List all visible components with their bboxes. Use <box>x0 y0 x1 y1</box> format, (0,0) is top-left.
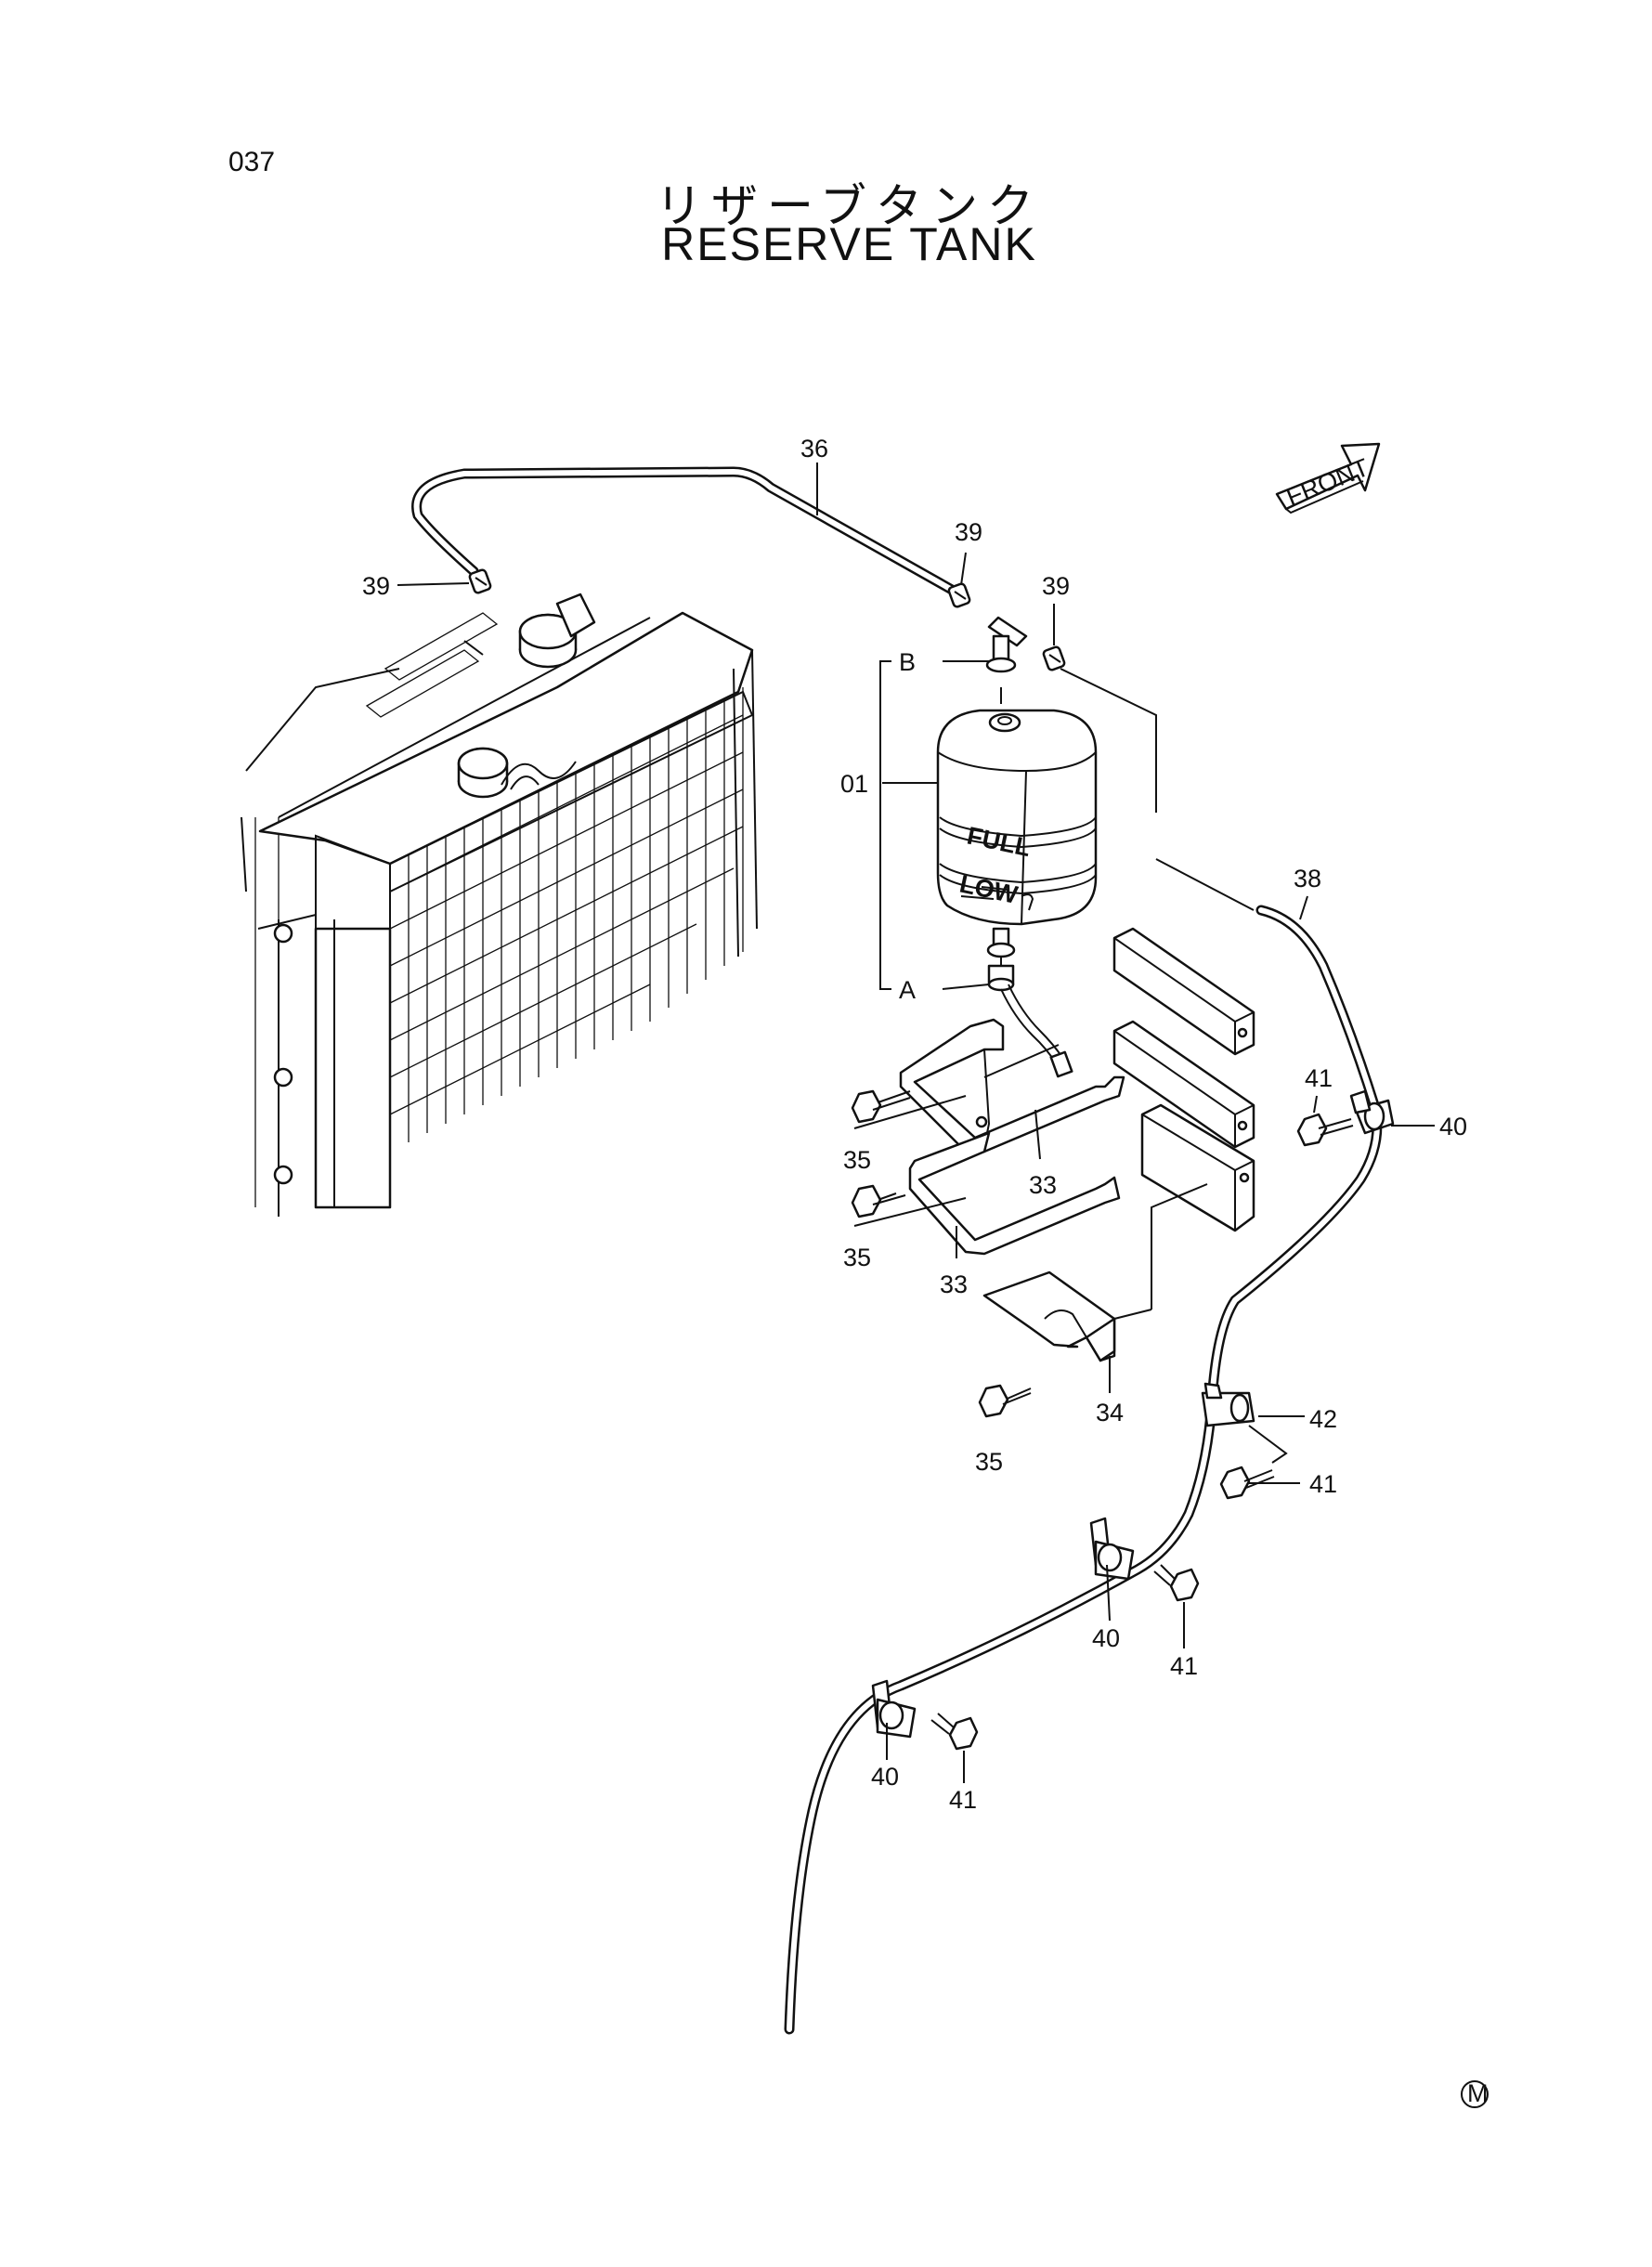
hose-clamp-39-right <box>1042 645 1066 671</box>
bolt-41-a <box>1296 1113 1354 1147</box>
title-japanese: リザーブタンク <box>656 179 1043 233</box>
callout-41-a: 41 <box>1305 1064 1333 1092</box>
callouts: 36 39 39 39 B A 01 38 41 40 35 33 35 33 … <box>362 435 1467 1814</box>
hose-clamp-39-mid <box>947 582 971 608</box>
bracket-a-b <box>879 660 990 990</box>
callout-34: 34 <box>1096 1399 1124 1427</box>
callout-40-c: 40 <box>871 1763 899 1791</box>
tank-band-33-upper <box>899 1018 1125 1153</box>
clip-40-middle <box>1089 1517 1135 1581</box>
callout-39-right: 39 <box>1042 572 1070 600</box>
reserve-tank: FULL LOW <box>936 709 1098 1078</box>
radiator <box>241 593 758 1217</box>
hose-clamp-39-left <box>468 568 492 594</box>
front-label: FRONT <box>1282 453 1372 512</box>
callout-40-b: 40 <box>1092 1624 1120 1652</box>
callout-42: 42 <box>1309 1405 1337 1433</box>
callout-38: 38 <box>1294 865 1321 892</box>
clip-42 <box>1201 1382 1288 1464</box>
tee-fitting <box>985 616 1028 673</box>
callout-35-a: 35 <box>843 1146 871 1174</box>
callout-39-mid: 39 <box>955 518 982 546</box>
bolt-35-c <box>978 1384 1032 1418</box>
callout-01: 01 <box>840 770 868 798</box>
callout-33-a: 33 <box>1029 1171 1057 1199</box>
callout-a: A <box>899 976 916 1004</box>
callout-35-b: 35 <box>843 1244 871 1271</box>
callout-b: B <box>899 648 916 676</box>
rubber-pads <box>1112 927 1255 1232</box>
bolt-41-d <box>930 1713 979 1751</box>
tank-band-33-lower <box>908 1131 1121 1256</box>
callout-33-b: 33 <box>940 1270 968 1298</box>
leader-line <box>983 1044 1060 1078</box>
callout-40-a: 40 <box>1439 1113 1467 1140</box>
title-english: RESERVE TANK <box>661 218 1037 270</box>
bolt-41-c <box>1153 1564 1200 1602</box>
clip-40-upper <box>1349 1089 1395 1135</box>
bolt-35-a <box>851 1089 911 1124</box>
m-mark: M <box>1461 2079 1489 2108</box>
bolt-41-b <box>1219 1466 1275 1500</box>
leader-lines <box>397 463 1435 1783</box>
callout-41-c: 41 <box>1170 1652 1198 1680</box>
callout-35-c: 35 <box>975 1448 1003 1476</box>
callout-36: 36 <box>800 435 828 463</box>
callout-39-left: 39 <box>362 572 390 600</box>
bolt-35-b <box>851 1184 906 1218</box>
m-mark-label: M <box>1467 2079 1489 2107</box>
clip-40-lower <box>871 1679 917 1739</box>
front-direction-arrow: FRONT <box>1275 442 1381 515</box>
callout-41-d: 41 <box>949 1786 977 1814</box>
callout-41-b: 41 <box>1309 1470 1337 1498</box>
page-number: 037 <box>228 147 276 177</box>
bracket-34 <box>982 1183 1208 1362</box>
hose-36 <box>411 466 957 595</box>
hose-38 <box>784 905 1383 2035</box>
